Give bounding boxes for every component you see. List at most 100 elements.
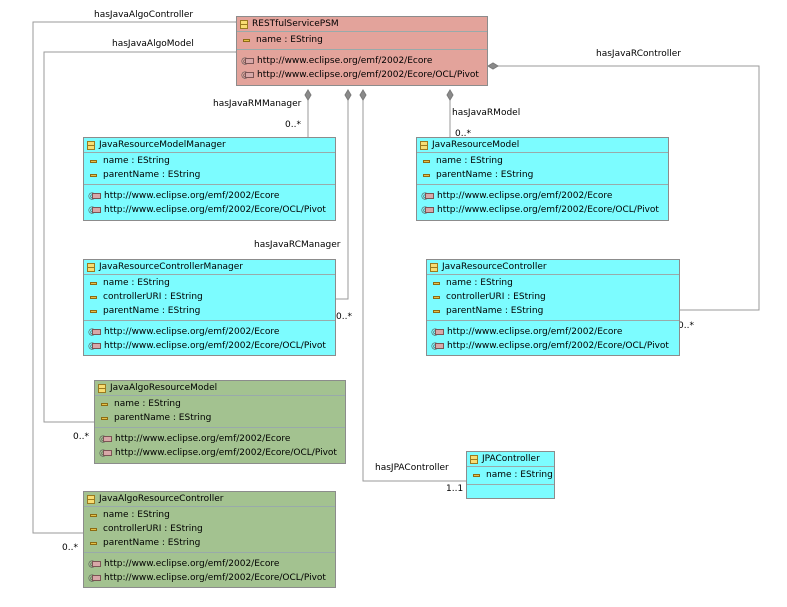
annotation-row[interactable]: @http://www.eclipse.org/emf/2002/Ecore xyxy=(84,189,335,203)
composition-diamond xyxy=(487,62,499,70)
composition-diamond xyxy=(344,89,352,101)
attribute-icon xyxy=(433,281,440,285)
annotation-icon: @ xyxy=(88,574,101,582)
annotation-row[interactable]: @http://www.eclipse.org/emf/2002/Ecore/O… xyxy=(95,446,345,460)
annotation-label: http://www.eclipse.org/emf/2002/Ecore/OC… xyxy=(104,205,326,215)
attribute-row[interactable]: name : EString xyxy=(467,468,554,482)
attribute-row[interactable]: parentName : EString xyxy=(95,411,345,425)
annotation-label: http://www.eclipse.org/emf/2002/Ecore xyxy=(447,327,623,337)
attribute-row[interactable]: name : EString xyxy=(84,154,335,168)
attribute-icon xyxy=(90,309,97,313)
eclass-icon xyxy=(420,140,428,150)
annotation-row[interactable]: @http://www.eclipse.org/emf/2002/Ecore/O… xyxy=(84,571,335,585)
attribute-row[interactable]: controllerURI : EString xyxy=(84,522,335,536)
class-java-resource-controller-manager[interactable]: JavaResourceControllerManager name : ESt… xyxy=(83,259,336,356)
annotation-label: http://www.eclipse.org/emf/2002/Ecore xyxy=(257,56,433,66)
edge-hasJavaAlgoController xyxy=(32,21,236,534)
annotation-row[interactable]: @http://www.eclipse.org/emf/2002/Ecore/O… xyxy=(417,203,668,217)
class-java-algo-resource-controller[interactable]: JavaAlgoResourceController name : EStrin… xyxy=(83,491,336,588)
annotation-icon: @ xyxy=(88,192,101,200)
annotations-compartment: @http://www.eclipse.org/emf/2002/Ecore @… xyxy=(84,321,335,355)
annotation-label: http://www.eclipse.org/emf/2002/Ecore/OC… xyxy=(437,205,659,215)
annotations-compartment: @http://www.eclipse.org/emf/2002/Ecore @… xyxy=(84,553,335,587)
edge-hasJavaAlgoModel xyxy=(43,51,236,423)
annotation-row[interactable]: @http://www.eclipse.org/emf/2002/Ecore xyxy=(427,325,679,339)
attribute-label: name : EString xyxy=(446,278,513,288)
class-name: JavaAlgoResourceController xyxy=(99,494,224,504)
edge-label-hasJavaAlgoController: hasJavaAlgoController xyxy=(94,10,194,20)
attribute-label: parentName : EString xyxy=(103,306,201,316)
attribute-icon xyxy=(473,473,480,477)
attribute-row[interactable]: parentName : EString xyxy=(84,536,335,550)
attribute-icon xyxy=(433,309,440,313)
class-header: JavaResourceModelManager xyxy=(84,138,335,153)
annotation-row[interactable]: @http://www.eclipse.org/emf/2002/Ecore xyxy=(237,54,487,68)
annotation-icon: @ xyxy=(241,57,254,65)
annotation-label: http://www.eclipse.org/emf/2002/Ecore/OC… xyxy=(115,448,337,458)
class-name: RESTfulServicePSM xyxy=(252,19,339,29)
annotation-row[interactable]: @http://www.eclipse.org/emf/2002/Ecore/O… xyxy=(84,203,335,217)
attribute-icon xyxy=(423,159,430,163)
attribute-row[interactable]: name : EString xyxy=(84,508,335,522)
attribute-row[interactable]: name : EString xyxy=(84,276,335,290)
attributes-compartment: name : EString parentName : EString xyxy=(95,396,345,428)
class-jpa-controller[interactable]: JPAController name : EString xyxy=(466,451,555,499)
eclass-icon xyxy=(470,454,478,464)
attribute-row[interactable]: parentName : EString xyxy=(84,168,335,182)
annotation-row[interactable]: @http://www.eclipse.org/emf/2002/Ecore xyxy=(417,189,668,203)
attribute-label: name : EString xyxy=(103,156,170,166)
annotations-compartment: @http://www.eclipse.org/emf/2002/Ecore @… xyxy=(84,185,335,219)
class-header: JavaResourceModel xyxy=(417,138,668,153)
class-java-resource-model-manager[interactable]: JavaResourceModelManager name : EString … xyxy=(83,137,336,221)
annotation-row[interactable]: @http://www.eclipse.org/emf/2002/Ecore xyxy=(84,325,335,339)
annotation-row[interactable]: @http://www.eclipse.org/emf/2002/Ecore xyxy=(95,432,345,446)
edge-hasJavaRController xyxy=(488,65,760,311)
class-java-algo-resource-model[interactable]: JavaAlgoResourceModel name : EString par… xyxy=(94,380,346,464)
attribute-row[interactable]: parentName : EString xyxy=(84,304,335,318)
edge-label-hasJavaRModel: hasJavaRModel xyxy=(452,108,521,118)
attribute-row[interactable]: parentName : EString xyxy=(427,304,679,318)
annotation-icon: @ xyxy=(88,328,101,336)
attribute-row[interactable]: parentName : EString xyxy=(417,168,668,182)
attribute-icon xyxy=(90,527,97,531)
edge-label-hasJavaAlgoModel: hasJavaAlgoModel xyxy=(112,39,194,49)
annotation-label: http://www.eclipse.org/emf/2002/Ecore xyxy=(115,434,291,444)
class-java-resource-model[interactable]: JavaResourceModel name : EString parentN… xyxy=(416,137,669,221)
attribute-icon xyxy=(433,295,440,299)
annotation-row[interactable]: @http://www.eclipse.org/emf/2002/Ecore xyxy=(84,557,335,571)
annotation-label: http://www.eclipse.org/emf/2002/Ecore/OC… xyxy=(257,70,479,80)
annotation-label: http://www.eclipse.org/emf/2002/Ecore/OC… xyxy=(104,573,326,583)
attribute-icon xyxy=(243,38,250,42)
class-header: JavaAlgoResourceModel xyxy=(95,381,345,396)
attributes-compartment: name : EString xyxy=(237,32,487,50)
attribute-row[interactable]: name : EString xyxy=(427,276,679,290)
class-restful-service-psm[interactable]: RESTfulServicePSM name : EString @http:/… xyxy=(236,16,488,86)
attribute-label: name : EString xyxy=(256,35,323,45)
edge-label-hasJPAController: hasJPAController xyxy=(375,463,449,473)
annotation-label: http://www.eclipse.org/emf/2002/Ecore/OC… xyxy=(104,341,326,351)
edge-multiplicity: 0..* xyxy=(455,129,471,139)
eclass-icon xyxy=(430,262,438,272)
composition-diamond xyxy=(359,89,367,101)
class-java-resource-controller[interactable]: JavaResourceController name : EString co… xyxy=(426,259,680,356)
annotation-label: http://www.eclipse.org/emf/2002/Ecore xyxy=(104,191,280,201)
class-name: JPAController xyxy=(482,454,540,464)
attribute-row[interactable]: controllerURI : EString xyxy=(84,290,335,304)
annotation-label: http://www.eclipse.org/emf/2002/Ecore xyxy=(104,327,280,337)
attribute-row[interactable]: name : EString xyxy=(417,154,668,168)
attribute-row[interactable]: controllerURI : EString xyxy=(427,290,679,304)
attribute-label: controllerURI : EString xyxy=(103,524,203,534)
attribute-row[interactable]: name : EString xyxy=(95,397,345,411)
annotation-row[interactable]: @http://www.eclipse.org/emf/2002/Ecore/O… xyxy=(84,339,335,353)
annotation-icon: @ xyxy=(88,206,101,214)
attribute-icon xyxy=(101,402,108,406)
edge-hasJPAController xyxy=(362,90,466,482)
eclass-icon xyxy=(87,262,95,272)
annotation-row[interactable]: @http://www.eclipse.org/emf/2002/Ecore/O… xyxy=(427,339,679,353)
attribute-row[interactable]: name : EString xyxy=(237,33,487,47)
class-name: JavaResourceControllerManager xyxy=(99,262,244,272)
attribute-label: parentName : EString xyxy=(114,413,212,423)
edge-label-hasJavaRController: hasJavaRController xyxy=(596,49,681,59)
eclass-icon xyxy=(98,383,106,393)
annotation-row[interactable]: @http://www.eclipse.org/emf/2002/Ecore/O… xyxy=(237,68,487,82)
